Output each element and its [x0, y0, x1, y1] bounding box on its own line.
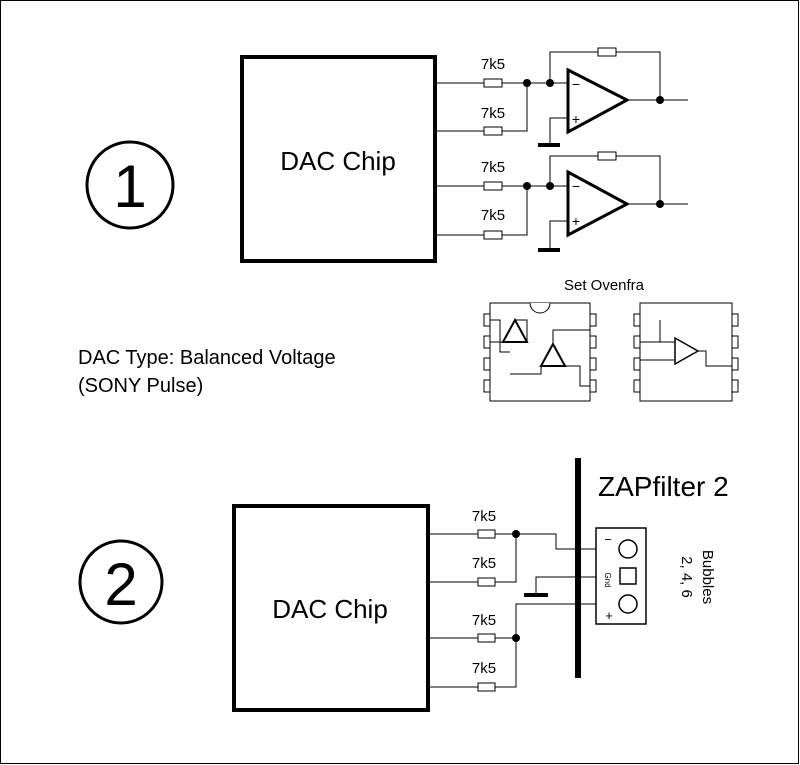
resistor — [477, 529, 496, 539]
opamp-2 — [566, 169, 631, 238]
dac-chip-1 — [240, 55, 437, 263]
resistor-label: 7k5 — [481, 207, 505, 224]
section-2-number: 2 — [104, 551, 137, 618]
resistor-label: 7k5 — [472, 508, 496, 525]
dual-opamp-ic — [483, 302, 597, 402]
resistor — [477, 633, 496, 643]
opamp-plus-label: + — [572, 213, 580, 229]
zapfilter-board-edge — [575, 458, 581, 678]
dac-chip-2-label: DAC Chip — [272, 594, 388, 624]
resistor — [477, 682, 496, 692]
terminal-minus-label: − — [604, 532, 612, 547]
resistor-label: 7k5 — [472, 660, 496, 677]
terminal-plus — [618, 594, 638, 614]
resistor — [477, 577, 496, 587]
terminal-minus — [618, 539, 638, 559]
junction-dot — [512, 530, 520, 538]
junction-dot — [523, 182, 531, 190]
resistor-label: 7k5 — [481, 159, 505, 176]
resistor — [483, 230, 503, 240]
resistor — [483, 181, 503, 191]
resistor-label: 7k5 — [481, 105, 505, 122]
resistor-label: 7k5 — [472, 612, 496, 629]
opamp-1 — [566, 67, 631, 135]
section-1: 1 DAC Chip 7k5 7k5 7k5 7k5 − + — [85, 47, 688, 263]
resistor-label: 7k5 — [481, 56, 505, 73]
junction-dot — [656, 96, 664, 104]
bubbles-label-line-2: 2, 4, 6 — [678, 556, 695, 598]
resistor — [483, 78, 503, 88]
section-1-number: 1 — [113, 153, 146, 220]
feedback-resistor — [597, 151, 617, 161]
top-view-title: Set Ovenfra — [564, 277, 645, 294]
junction-dot — [656, 200, 664, 208]
resistor-label: 7k5 — [472, 555, 496, 572]
opamp-plus-label: + — [572, 111, 580, 127]
zapfilter-title: ZAPfilter 2 — [598, 471, 729, 502]
top-view-ics: Set Ovenfra — [483, 277, 739, 402]
single-opamp-ic — [633, 302, 739, 402]
resistor — [483, 126, 503, 136]
terminal-plus-label: + — [605, 608, 613, 623]
bubbles-label-line-1: Bubbles — [699, 550, 716, 604]
section-2: 2 DAC Chip 7k5 7k5 7k5 7k5 ZAPfilter 2 − — [78, 458, 729, 712]
terminal-gnd-label: Gnd — [603, 572, 612, 587]
upper-channel-wiring: − + — [435, 47, 688, 147]
dac-type-line-2: (SONY Pulse) — [78, 375, 203, 397]
feedback-resistor — [597, 47, 617, 57]
lower-channel-wiring: − + — [435, 151, 688, 252]
dac-type-line-1: DAC Type: Balanced Voltage — [78, 347, 336, 369]
opamp-minus-label: − — [572, 76, 580, 92]
dac-chip-1-label: DAC Chip — [280, 146, 396, 176]
junction-dot — [512, 634, 520, 642]
opamp-minus-label: − — [572, 178, 580, 194]
junction-dot — [523, 79, 531, 87]
dac-chip-2 — [232, 504, 430, 712]
section-2-number-circle — [78, 539, 164, 625]
section-1-number-circle — [85, 140, 175, 230]
terminal-gnd — [619, 567, 637, 585]
